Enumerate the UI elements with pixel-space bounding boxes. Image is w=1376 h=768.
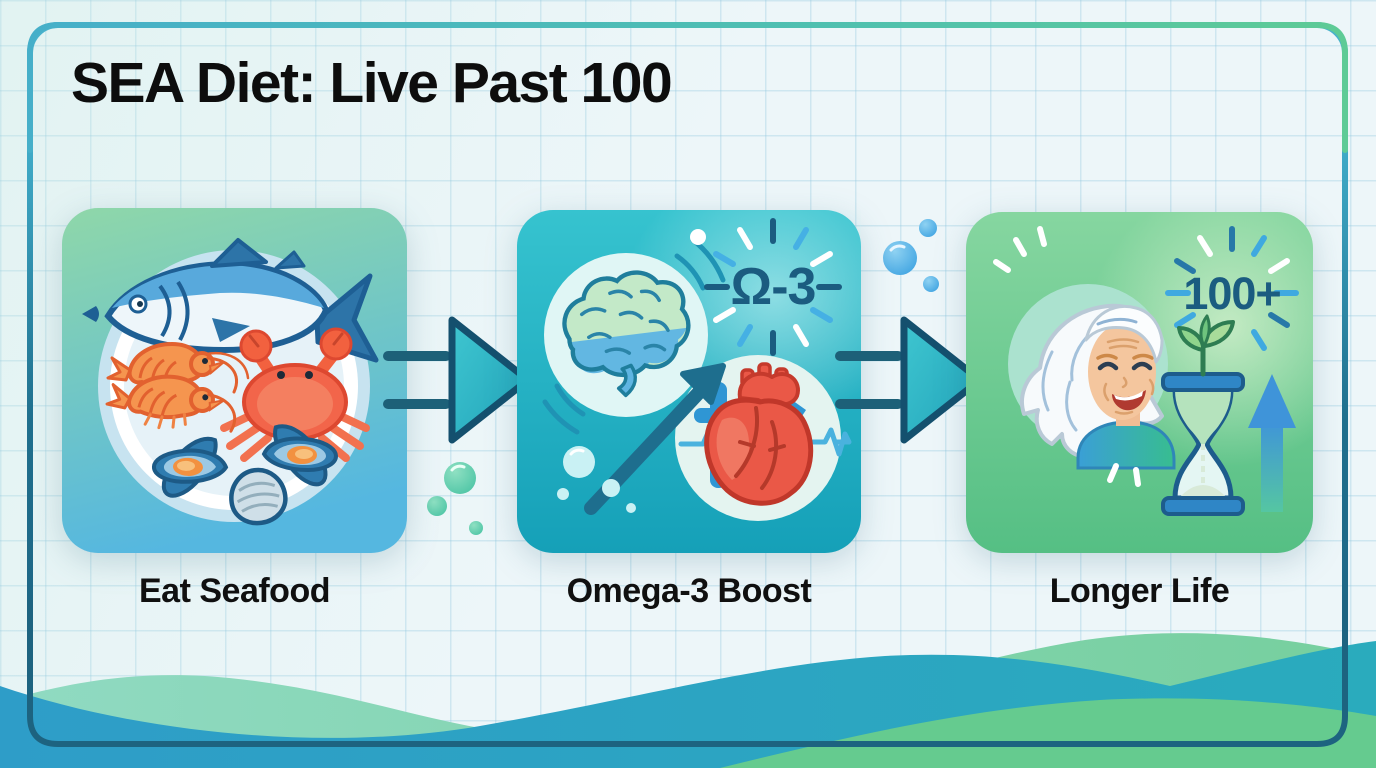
- smile: [1112, 390, 1146, 411]
- plant-icon: [1177, 314, 1235, 377]
- elderly-woman-icon: [1020, 303, 1176, 470]
- step-label-longer-life: Longer Life: [1049, 572, 1230, 610]
- omega3-badge: Ω-3: [730, 258, 817, 316]
- teal-bubble-cluster: [427, 462, 483, 535]
- 100plus-starburst: [1165, 226, 1299, 351]
- step-label-omega3-boost: Omega-3 Boost: [566, 572, 812, 610]
- right-arrow-icon: [835, 316, 986, 444]
- seafood-plate-icon: [82, 238, 379, 526]
- closed-eyes: [1097, 361, 1153, 371]
- shrimp-icon: [105, 374, 237, 433]
- 100plus-badge: 100+: [1183, 268, 1281, 319]
- mussel-icon: [261, 424, 339, 487]
- step-label-eat-seafood: Eat Seafood: [139, 572, 330, 610]
- heart-icon: [694, 362, 814, 506]
- page-title: SEA Diet: Live Past 100: [71, 51, 673, 115]
- panel-omega3-boost: [517, 210, 861, 553]
- frame-border-top: [27, 22, 1348, 153]
- eyebrows: [1096, 353, 1154, 360]
- green-wave: [720, 698, 1376, 768]
- crab-icon: [220, 327, 370, 462]
- mussel-icon: [151, 436, 229, 498]
- right-arrow-icon: [383, 316, 534, 444]
- bubbles: [557, 446, 636, 513]
- sparkles: [993, 226, 1141, 487]
- bubble: [690, 229, 706, 245]
- omega3-starburst: [704, 218, 842, 356]
- panel-longer-life: [966, 212, 1313, 553]
- clam-icon: [229, 467, 288, 526]
- up-arrow-icon: [1248, 374, 1296, 512]
- blue-bubble-cluster: [883, 219, 939, 292]
- panel-eat-seafood: [62, 208, 407, 553]
- frame-border-bottom: [27, 600, 1348, 747]
